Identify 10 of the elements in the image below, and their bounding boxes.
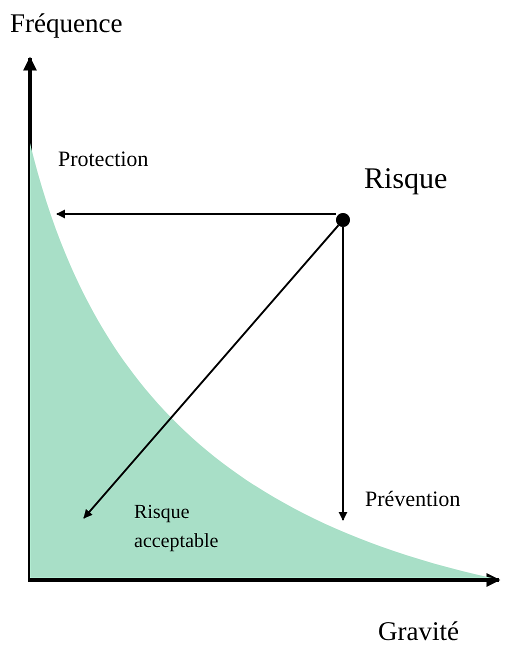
axis-title: Fréquence bbox=[10, 8, 122, 39]
risk-point bbox=[336, 213, 350, 227]
prevention-arrow bbox=[338, 227, 348, 521]
protection-arrow bbox=[56, 210, 336, 218]
diagonal-arrow bbox=[83, 224, 340, 519]
risk-label: Risque bbox=[364, 162, 448, 196]
axis-title: Gravité bbox=[378, 616, 459, 646]
area-label: Risque acceptable bbox=[134, 500, 220, 554]
edge-label: Protection bbox=[58, 146, 148, 172]
edge-label: Prévention bbox=[365, 486, 460, 512]
